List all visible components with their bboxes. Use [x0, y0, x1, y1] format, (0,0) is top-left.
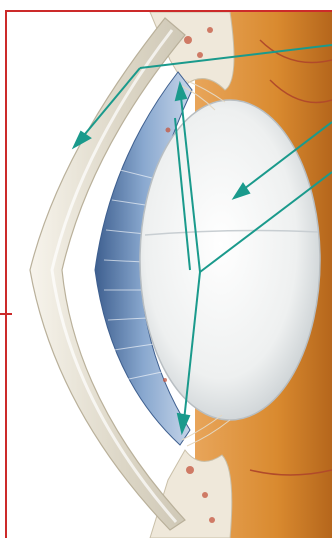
lens — [140, 100, 320, 420]
frame-tick — [0, 313, 12, 315]
frame-left — [5, 10, 7, 538]
frame-top — [5, 10, 332, 12]
